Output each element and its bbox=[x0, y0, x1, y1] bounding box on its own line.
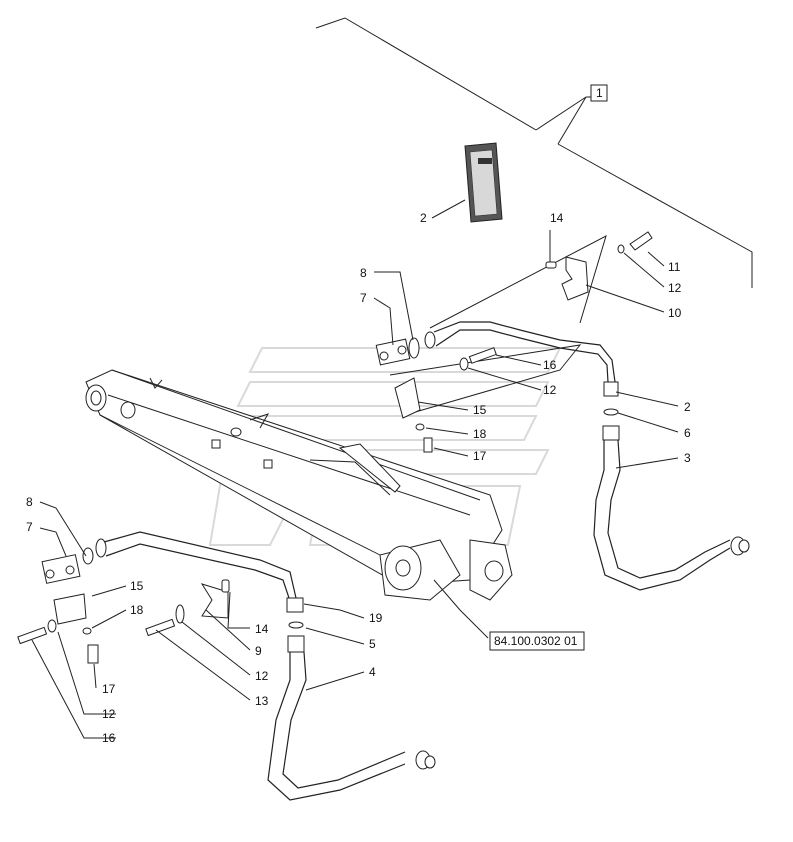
callout-4: 4 bbox=[369, 665, 376, 679]
callout-10: 10 bbox=[668, 306, 682, 320]
callout-12-mid: 12 bbox=[543, 383, 557, 397]
top-hardware bbox=[394, 231, 653, 453]
group-callout-box bbox=[590, 84, 608, 102]
mid-bracket-outline bbox=[389, 344, 582, 416]
callout-17-top: 17 bbox=[473, 449, 487, 463]
callout-7-top: 7 bbox=[360, 291, 367, 305]
callout-12-bottom-left: 12 bbox=[102, 707, 116, 721]
callout-8-bottom: 8 bbox=[26, 495, 33, 509]
boom-arm bbox=[85, 369, 513, 601]
callout-9: 9 bbox=[255, 644, 262, 658]
callout-2-right: 2 bbox=[684, 400, 691, 414]
callout-6: 6 bbox=[684, 426, 691, 440]
callout-16-bottom: 16 bbox=[102, 731, 116, 745]
callout-labels: 1 2 14 11 12 10 8 7 16 12 15 18 17 2 6 3… bbox=[26, 86, 691, 745]
bottom-hardware bbox=[17, 579, 230, 664]
callout-14-bottom: 14 bbox=[255, 622, 269, 636]
callout-18-top: 18 bbox=[473, 427, 487, 441]
callout-15-bottom: 15 bbox=[130, 579, 144, 593]
callout-7-bottom: 7 bbox=[26, 520, 33, 534]
callout-12-bottom-mid: 12 bbox=[255, 669, 269, 683]
callout-19: 19 bbox=[369, 611, 383, 625]
callout-15-top: 15 bbox=[473, 403, 487, 417]
callout-11: 11 bbox=[668, 260, 681, 274]
callout-13: 13 bbox=[255, 694, 269, 708]
callout-17-bottom: 17 bbox=[102, 682, 116, 696]
reference-code-box bbox=[489, 631, 585, 651]
callout-5: 5 bbox=[369, 637, 376, 651]
callout-2-card: 2 bbox=[420, 211, 427, 225]
callout-14-top: 14 bbox=[550, 211, 564, 225]
decal-card bbox=[464, 142, 503, 223]
callout-1: 1 bbox=[596, 86, 603, 100]
bottom-pipe-assembly bbox=[41, 531, 436, 801]
callout-8-top: 8 bbox=[360, 266, 367, 280]
callout-3: 3 bbox=[684, 451, 691, 465]
leader-lines bbox=[31, 199, 679, 739]
callout-12-top: 12 bbox=[668, 281, 682, 295]
reference-code: 84.100.0302 01 bbox=[494, 634, 578, 648]
top-pipe-assembly bbox=[375, 321, 750, 591]
callout-16-top: 16 bbox=[543, 358, 557, 372]
upper-bracket-outline bbox=[429, 235, 607, 329]
group-outline bbox=[315, 17, 753, 288]
callout-18-bottom: 18 bbox=[130, 603, 144, 617]
